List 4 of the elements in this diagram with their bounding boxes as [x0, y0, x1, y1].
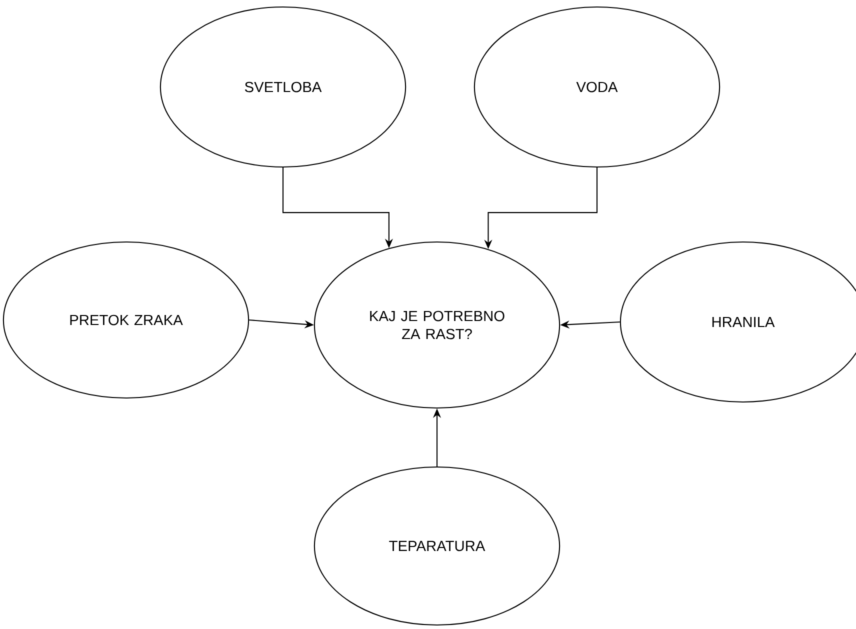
- ellipse-node: PRETOK ZRAKA: [2, 241, 250, 399]
- ellipse-node: SVETLOBA: [160, 6, 406, 168]
- ellipse-node: TEPARATURA: [314, 466, 560, 626]
- ellipse-node: VODA: [474, 6, 720, 168]
